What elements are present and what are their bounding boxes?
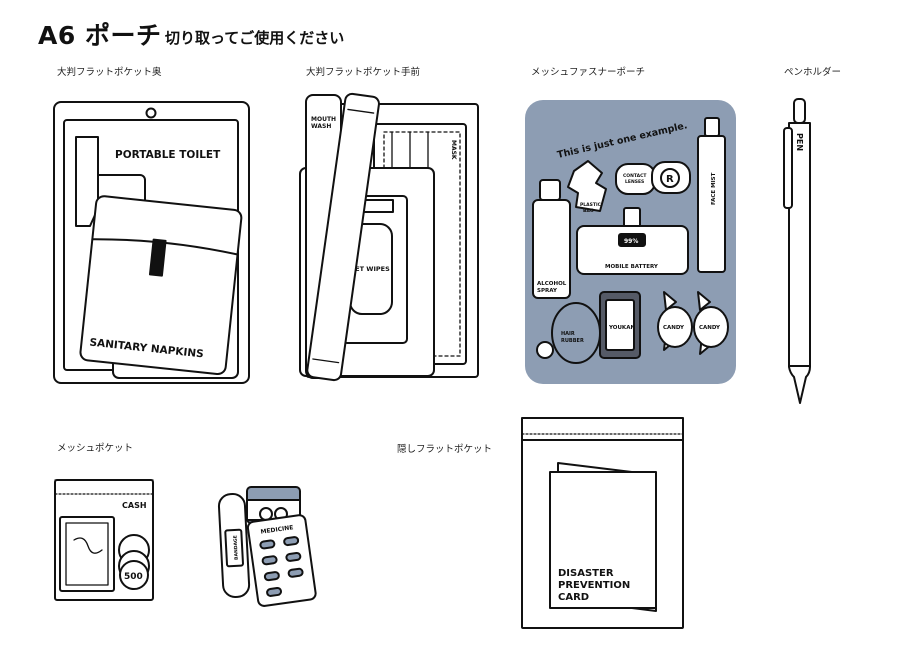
caption-hidden-flat: 隠しフラットポケット bbox=[397, 444, 493, 455]
pen-clip bbox=[783, 127, 793, 209]
lens-mark: R bbox=[666, 174, 674, 185]
plastic-bag-label: PLASTIC BAG bbox=[580, 202, 603, 214]
disaster-prevention-card bbox=[549, 471, 657, 609]
medicine-label: MEDICINE bbox=[260, 524, 294, 536]
mouth-wash-stick-2 bbox=[306, 92, 380, 382]
bandage-label: BANDAGE bbox=[232, 535, 239, 560]
battery-display bbox=[618, 233, 646, 247]
caption-flat-back: 大判フラットポケット奥 bbox=[57, 67, 162, 78]
candy-icon-2: CANDY bbox=[693, 291, 729, 355]
youkan-label: YOUKAN bbox=[608, 325, 635, 331]
hang-hole-icon bbox=[145, 107, 157, 119]
caption-flat-front: 大判フラットポケット手前 bbox=[306, 67, 421, 78]
hidden-flat-panel: DISASTER PREVENTION CARD bbox=[521, 417, 684, 629]
hair-rubber-label: HAIR RUBBER bbox=[561, 331, 584, 344]
portable-toilet-label: PORTABLE TOILET bbox=[115, 149, 221, 161]
cash-label: CASH bbox=[122, 501, 147, 510]
disaster-card-label: DISASTER PREVENTION CARD bbox=[558, 568, 634, 603]
sanitary-napkin-card bbox=[79, 195, 243, 376]
flat-pocket-back-panel: PORTABLE TOILET SANITARY NAPKINS bbox=[53, 101, 250, 384]
pen-body bbox=[788, 122, 811, 404]
contact-lenses-label: CONTACT LENSES bbox=[623, 173, 648, 185]
contact-lens-case-left bbox=[615, 163, 656, 195]
candy-label-2: CANDY bbox=[699, 325, 721, 331]
caption-mesh-pocket: メッシュポケット bbox=[57, 443, 134, 454]
mouth-wash-label: MOUTH WASH bbox=[311, 116, 338, 130]
banknote bbox=[59, 516, 115, 592]
pen-clip-top bbox=[793, 98, 806, 124]
coin-500-icon bbox=[119, 560, 149, 590]
face-mist-bottle bbox=[697, 135, 726, 273]
page-title: A6 ポーチ bbox=[38, 21, 162, 50]
alcohol-spray-label: ALCOHOL SPRAY bbox=[537, 281, 568, 294]
candy-label-1: CANDY bbox=[663, 325, 685, 331]
napkin-tab bbox=[148, 238, 167, 277]
caption-pen-holder: ペンホルダー bbox=[784, 67, 842, 78]
pen-label: PEN bbox=[795, 133, 804, 151]
caption-mesh-fastener: メッシュファスナーポーチ bbox=[531, 67, 646, 78]
mobile-battery-label: MOBILE BATTERY bbox=[605, 264, 659, 270]
mask-label: MASK bbox=[450, 140, 457, 160]
candy-icon-1: CANDY bbox=[657, 291, 693, 351]
pen-holder-panel: PEN bbox=[783, 98, 811, 404]
mobile-battery bbox=[576, 225, 689, 275]
mesh-pocket-panel: CASH 500 bbox=[54, 479, 154, 601]
bandage-medicine-group: BANDAGE MEDICINE bbox=[217, 486, 317, 607]
coin-label: 500 bbox=[124, 572, 143, 582]
battery-percent: 99% bbox=[624, 238, 638, 245]
face-mist-label: FACE MIST bbox=[711, 172, 717, 205]
plastic-bag-icon bbox=[567, 160, 607, 212]
medicine-blister bbox=[246, 514, 317, 607]
flat-pocket-front-panel: MASK WET WIPES MOUTH WASH bbox=[299, 92, 479, 382]
wet-wipes-label: WET WIPES bbox=[348, 265, 390, 273]
page-subtitle: 切り取ってご使用ください bbox=[165, 29, 345, 47]
alcohol-spray-bottle bbox=[532, 199, 571, 299]
mesh-fastener-panel: This is just one example. PLASTIC BAG R … bbox=[525, 100, 736, 384]
